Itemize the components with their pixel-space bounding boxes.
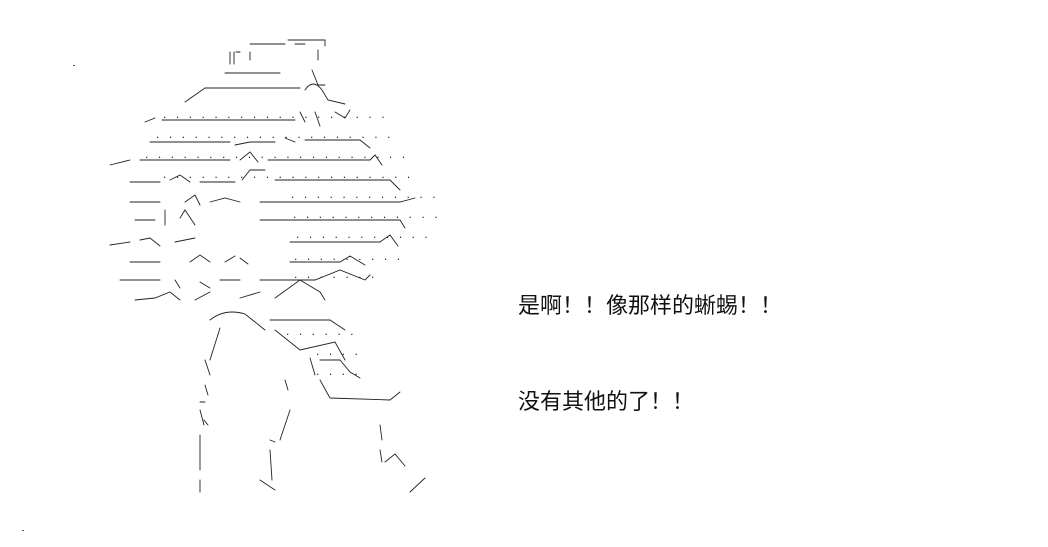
speech-line-2: 没有其他的了！！ <box>518 390 695 415</box>
stray-dot <box>73 65 75 66</box>
svg-text:. . . . . . . . . . . . .: . . . . . . . . . . . . . <box>290 191 440 201</box>
svg-text:. . . .: . . . . <box>315 368 360 378</box>
svg-text:. . . . . . . . . . . . . . .: . . . . . . . . . . . . . . . . . . . <box>155 131 392 141</box>
speech-text: 是啊！！像那样的蜥蜴！！ 没有其他的了！！ <box>518 227 782 451</box>
svg-text:. . . . . .: . . . . . . <box>285 328 356 338</box>
character-drawing: . . . . . . . . . . . . . . . . . . . . … <box>109 39 449 493</box>
speech-line-1: 是啊！！像那样的蜥蜴！！ <box>518 294 783 319</box>
svg-text:. . . . . . . . . . . .: . . . . . . . . . . . . <box>292 211 440 221</box>
ascii-art-figure: . . . . . . . . . . . . . . . . . . . . … <box>100 30 449 500</box>
stray-dot <box>22 530 24 531</box>
svg-text:. . . . . . . . .: . . . . . . . . . <box>293 253 402 263</box>
svg-text:. . . . . . .: . . . . . . . <box>293 271 376 281</box>
svg-text:. . . . . . . . . . . .: . . . . . . . . . . . . . . . . . . . . … <box>144 151 407 161</box>
svg-text:. . . . . . . . . . . .: . . . . . . . . . . . . . . . . . . . . <box>162 171 412 181</box>
svg-text:. . . .: . . . . <box>315 348 360 358</box>
svg-text:. . . . . . . . . . .: . . . . . . . . . . . <box>295 231 430 241</box>
svg-text:. . . . . . . . . . . . . . .: . . . . . . . . . . . . . . . . . . <box>162 111 387 121</box>
